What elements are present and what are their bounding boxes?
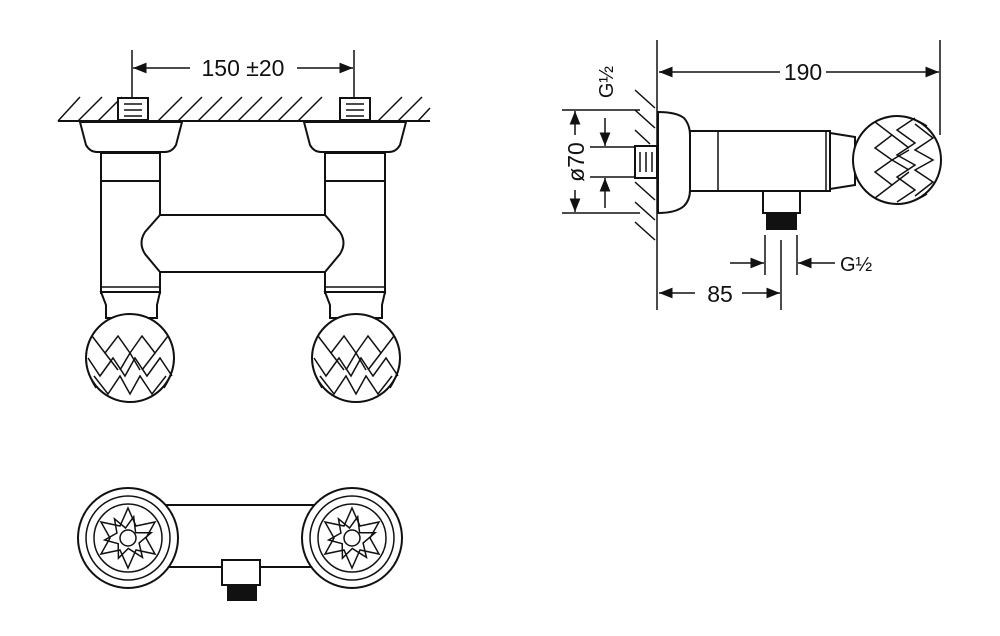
dimension-diameter: ø70 [562,109,640,214]
bottom-view [77,487,403,601]
dimension-85: 85 [659,281,780,307]
rosette-right [301,487,403,589]
diameter-label: ø70 [563,142,589,182]
handle-ball-right [311,313,401,403]
side-view: 190 ø70 G½ G½ 85 [562,40,942,310]
wall-hatch [57,96,431,122]
dimension-inlet-thread: G½ [590,66,635,208]
outlet-thread-label: G½ [840,254,873,276]
dimension-outlet-thread: G½ [730,235,873,310]
rosette-left [77,487,179,589]
projection-dimension-label: 190 [784,59,822,85]
front-view: 150 ±20 [57,50,431,403]
handle-ball-side [852,115,942,205]
inlet-thread-label: G½ [596,66,618,99]
dimension-spacing: 150 ±20 [131,50,355,97]
handle-ball-left [85,313,175,403]
outlet-thread-bottom [227,585,257,601]
outlet-thread [766,213,797,230]
dimension-190: 190 [659,59,939,85]
spacing-dimension-label: 150 ±20 [202,55,285,81]
offset-dimension-label: 85 [707,281,733,307]
